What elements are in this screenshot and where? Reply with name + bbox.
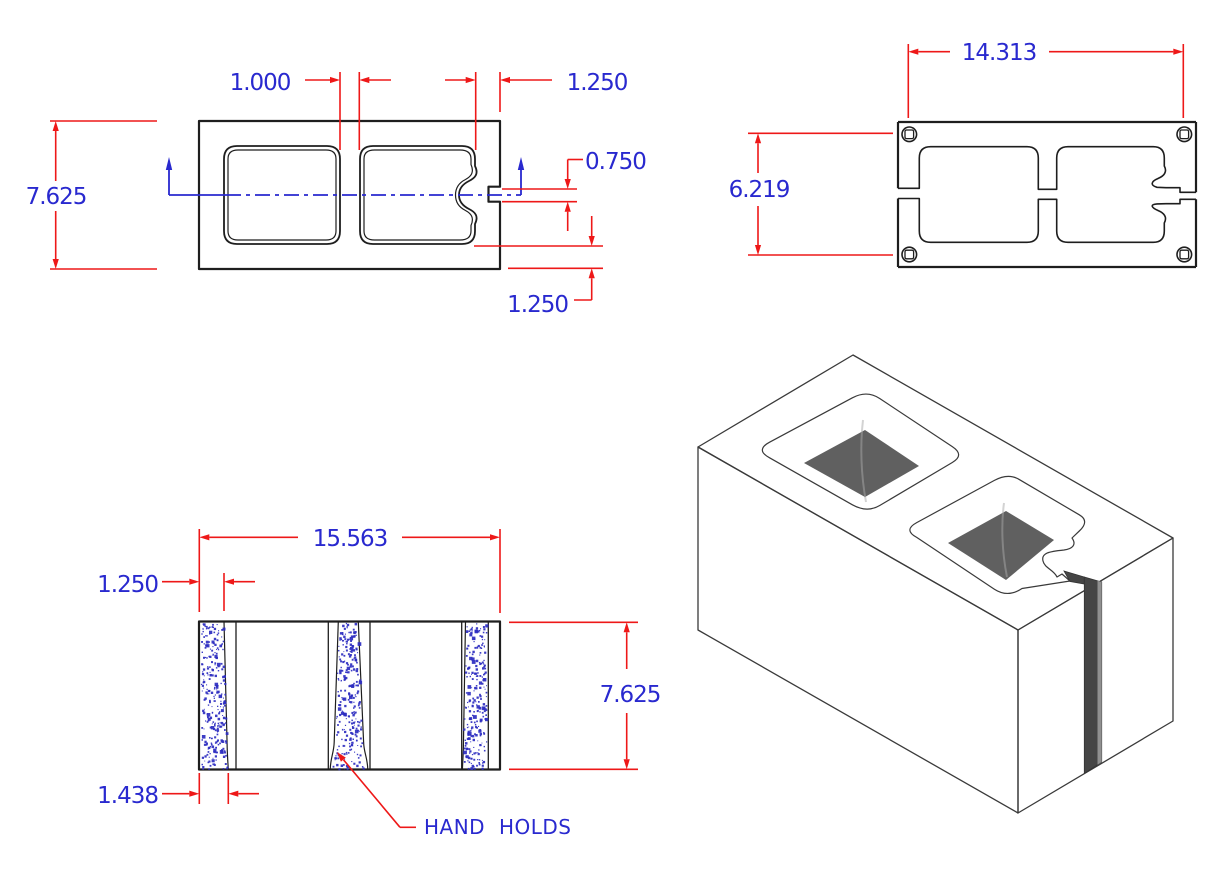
pin-icon — [901, 126, 918, 143]
centerline-arrow-left — [165, 157, 173, 170]
pin-icon — [901, 246, 918, 263]
right-cell-inner — [363, 149, 473, 241]
centerline — [165, 157, 525, 196]
cells-lower-outline — [898, 197, 1196, 244]
dim-core-pin-width-label: 6.219 — [729, 177, 790, 203]
dim-height: 7.625 — [509, 621, 661, 771]
pin-icon — [1176, 246, 1193, 263]
iso-right-cavity — [909, 475, 1086, 595]
dim-length-label: 15.563 — [313, 526, 387, 552]
dim-taper-top-label: 1.250 — [97, 572, 158, 598]
dim-face-shell-label: 1.250 — [507, 292, 568, 318]
right-cell-outer — [359, 145, 478, 245]
dim-width-label: 7.625 — [26, 184, 87, 210]
iso-left-cavity-seam — [860, 419, 867, 503]
dim-web: 1.000 — [230, 70, 391, 150]
dim-width: 7.625 — [26, 120, 157, 270]
block-outline — [896, 120, 1198, 269]
centerline-arrow-right — [517, 157, 525, 170]
iso-left-cavity — [761, 393, 960, 510]
hand-holds-label: HAND HOLDS — [424, 815, 571, 839]
dim-taper-top: 1.250 — [97, 572, 255, 611]
cells-upper-outline — [898, 145, 1196, 194]
iso-front-face — [697, 446, 1019, 814]
block-outline — [197, 119, 502, 271]
corner-pins — [901, 126, 1193, 263]
iso-right-cavity-floor — [948, 511, 1054, 580]
dim-taper-bottom-label: 1.438 — [97, 783, 158, 809]
hand-holds-callout: HAND HOLDS — [337, 752, 571, 839]
isometric-view — [697, 354, 1174, 814]
dim-end-shell: 1.250 — [445, 70, 629, 150]
left-cell-outer — [223, 145, 341, 245]
block-outline — [197, 620, 502, 771]
web-lines — [235, 621, 489, 770]
dim-core-pin-width: 6.219 — [729, 132, 893, 256]
iso-slot-inner-edge — [1097, 580, 1102, 765]
dim-height-label: 7.625 — [600, 682, 661, 708]
dim-face-shell: 1.250 — [474, 216, 603, 318]
dim-end-shell-label: 1.250 — [567, 70, 628, 96]
side-view: 15.563 1.250 1.438 — [97, 526, 661, 839]
dim-taper-bottom: 1.438 — [97, 773, 259, 809]
dim-length: 15.563 — [198, 526, 501, 613]
taper-boundaries — [223, 621, 467, 770]
iso-right-cavity-seam — [1001, 502, 1008, 578]
dim-notch: 0.750 — [502, 149, 647, 231]
dim-notch-label: 0.750 — [585, 149, 646, 175]
pin-icon — [1176, 126, 1193, 143]
dim-core-pin-length-label: 14.313 — [962, 40, 1036, 66]
left-cell-inner — [227, 149, 337, 241]
dim-web-label: 1.000 — [230, 70, 291, 96]
top-view: 7.625 1.000 1.250 — [26, 70, 648, 318]
leader-arrow — [337, 752, 346, 762]
dim-core-pin-length: 14.313 — [907, 40, 1185, 118]
iso-right-face — [1017, 537, 1174, 814]
hand-hold-stipple — [200, 622, 489, 771]
bottom-view: 14.313 6.219 — [729, 40, 1198, 269]
